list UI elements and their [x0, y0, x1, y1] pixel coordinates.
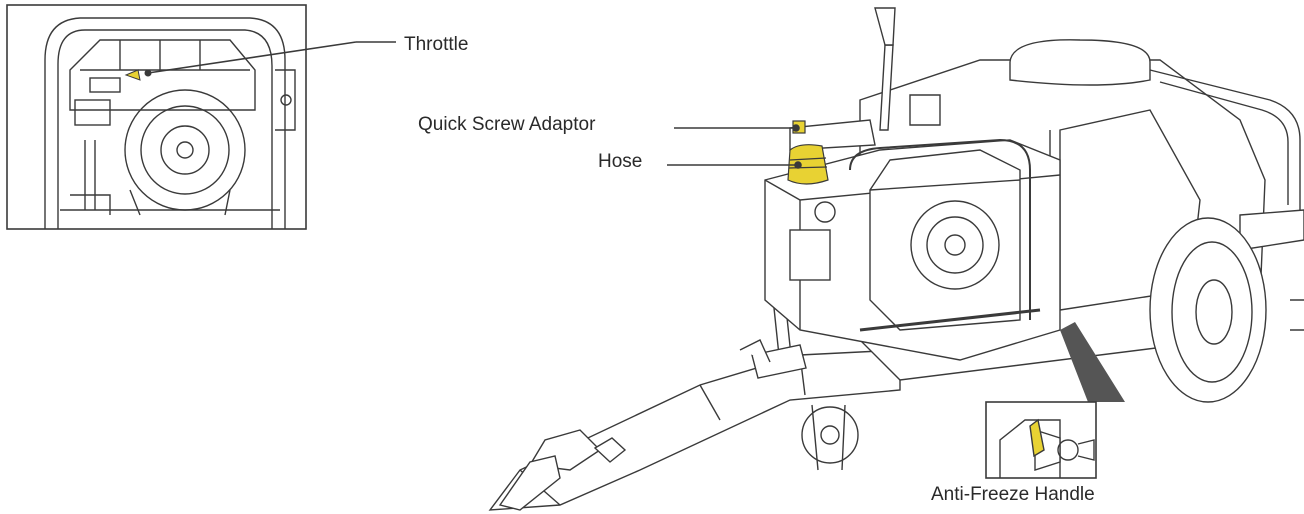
hose-highlight [787, 144, 829, 185]
antifreeze-inset [985, 401, 1097, 479]
engine-inset [6, 4, 307, 230]
antifreeze-lever-highlight [1029, 418, 1045, 458]
trailer-illustration [488, 7, 1304, 511]
quick-screw-adaptor-label: Quick Screw Adaptor [418, 114, 596, 135]
anti-freeze-handle-label: Anti-Freeze Handle [931, 484, 1095, 505]
main-leaders [667, 124, 802, 169]
throttle-leader [144, 41, 396, 77]
hose-label: Hose [598, 151, 643, 172]
throttle-label: Throttle [404, 34, 469, 55]
antifreeze-pointer [1060, 322, 1125, 402]
